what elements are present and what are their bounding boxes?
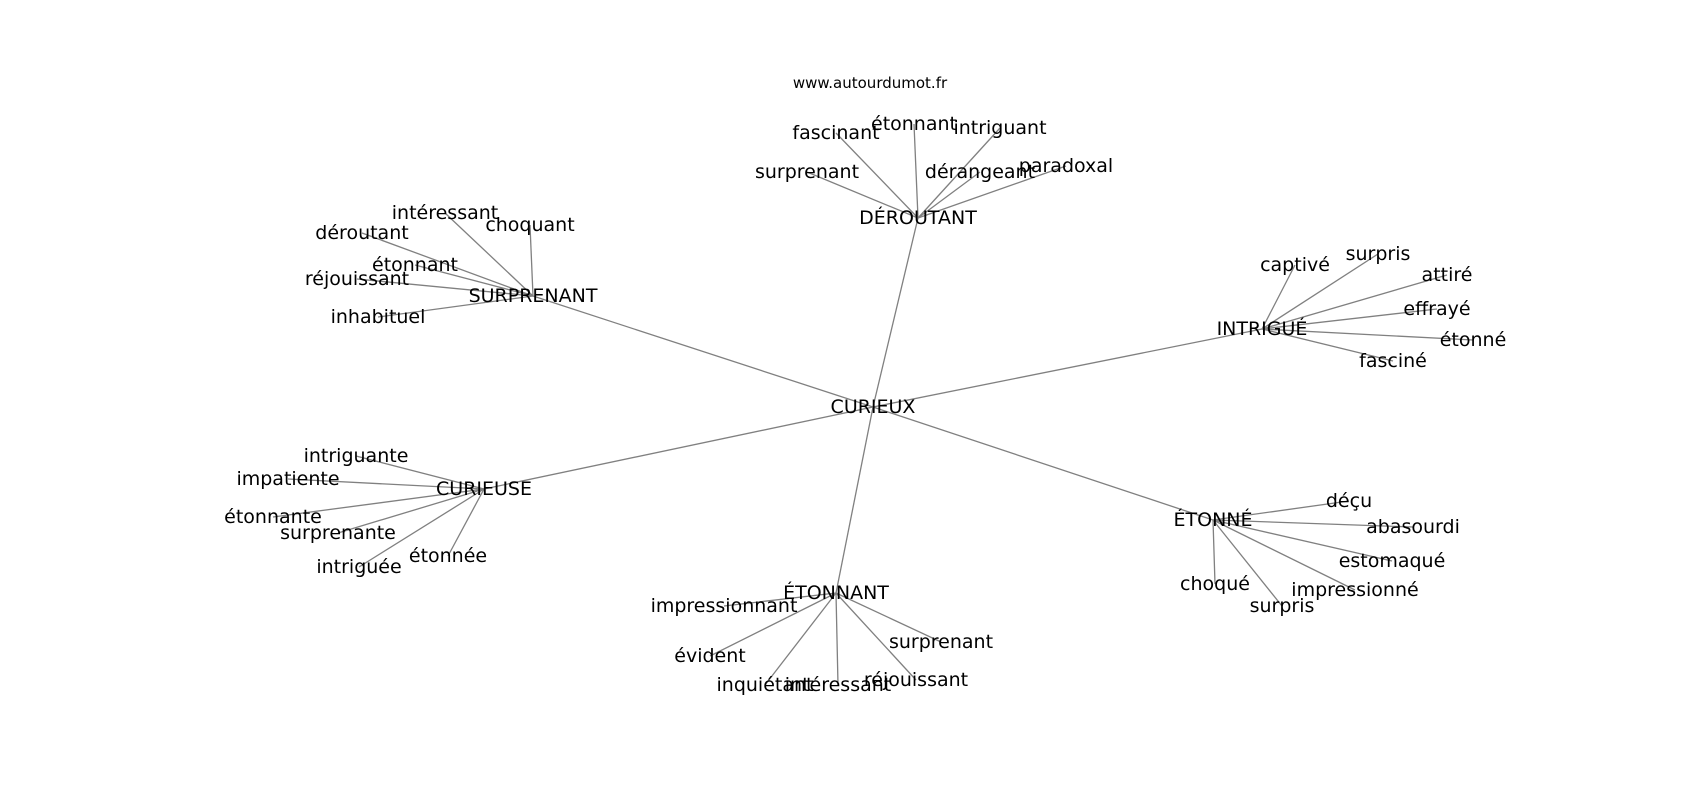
edge-g3-leaf-0 [355,455,485,490]
edge-g5-leaf-1 [709,592,837,657]
leaf-node-g0-3[interactable]: surprenant [755,161,859,183]
center-word-node[interactable]: CURIEUX [831,396,916,418]
group-node-g2[interactable]: INTRIGUÉ [1217,317,1308,340]
leaf-node-g4-0[interactable]: déçu [1326,490,1372,512]
edge-center-g3 [483,406,874,490]
leaf-node-g4-5[interactable]: surpris [1250,595,1315,617]
leaf-node-g2-1[interactable]: surpris [1346,243,1411,265]
leaf-node-g0-2[interactable]: intriguant [953,117,1046,139]
edge-g3-leaf-2 [272,488,485,518]
edge-g4-leaf-0 [1212,500,1350,521]
edge-center-g5 [835,406,874,594]
edge-center-g0 [872,217,919,408]
leaf-node-g5-1[interactable]: évident [674,645,745,667]
leaf-node-g1-5[interactable]: inhabituel [331,306,426,328]
graph-edges [272,123,1474,686]
leaf-node-g4-4[interactable]: choqué [1180,573,1250,595]
leaf-node-g2-3[interactable]: effrayé [1403,298,1470,320]
leaf-node-g3-3[interactable]: surprenante [280,522,396,544]
leaf-node-g2-5[interactable]: fasciné [1359,350,1427,372]
edge-g3-leaf-1 [287,478,485,490]
leaf-node-g5-5[interactable]: surprenant [889,631,993,653]
edge-g5-leaf-3 [835,592,839,686]
edge-g4-leaf-5 [1212,519,1283,607]
edge-g1-leaf-3 [414,264,534,297]
leaf-node-g4-2[interactable]: estomaqué [1339,550,1446,572]
leaf-node-g1-1[interactable]: choquant [485,214,574,236]
leaf-node-g3-5[interactable]: étonnée [409,545,487,567]
leaf-node-g2-4[interactable]: étonné [1440,329,1507,351]
edge-g2-leaf-2 [1261,274,1448,330]
edge-g3-leaf-5 [447,488,485,557]
group-node-g3[interactable]: CURIEUSE [436,478,532,500]
edge-g4-leaf-1 [1212,519,1414,528]
edge-g4-leaf-2 [1212,519,1393,562]
edge-g3-leaf-3 [337,488,485,534]
group-node-g4[interactable]: ÉTONNÉ [1174,508,1253,531]
source-credit: www.autourdumot.fr [793,74,948,92]
leaf-node-g5-0[interactable]: impressionnant [651,595,798,617]
edge-g0-leaf-2 [917,127,1001,219]
leaf-node-g1-0[interactable]: intéressant [392,202,498,224]
edge-g5-leaf-0 [723,592,837,607]
group-node-g1[interactable]: SURPRENANT [469,285,598,307]
leaf-node-g3-1[interactable]: impatiente [236,468,339,490]
edge-g2-leaf-4 [1261,328,1474,341]
leaf-node-g3-2[interactable]: étonnante [224,506,322,528]
edge-center-g1 [532,295,874,408]
edge-g3-leaf-4 [358,488,485,568]
edge-g1-leaf-1 [529,224,534,297]
edge-g5-leaf-5 [835,592,942,643]
edge-center-g2 [872,328,1263,408]
leaf-node-g5-4[interactable]: réjouissant [864,669,968,691]
leaf-node-g0-0[interactable]: fascinant [792,122,879,144]
leaf-node-g0-1[interactable]: étonnant [871,113,957,135]
edge-g1-leaf-0 [444,212,534,297]
leaf-node-g2-2[interactable]: attiré [1422,264,1473,286]
edge-g2-leaf-1 [1261,253,1379,330]
edge-center-g4 [872,406,1214,521]
edge-g0-leaf-3 [806,171,919,219]
leaf-node-g1-3[interactable]: étonnant [372,254,458,276]
edge-g0-leaf-1 [913,123,919,219]
leaf-node-g5-3[interactable]: intéressant [785,674,891,696]
leaf-node-g0-5[interactable]: paradoxal [1019,155,1113,177]
edge-g2-leaf-5 [1261,328,1394,362]
leaf-node-g4-3[interactable]: impressionné [1291,579,1418,601]
leaf-node-g3-4[interactable]: intriguée [316,556,401,578]
group-node-g5[interactable]: ÉTONNANT [783,581,889,604]
edge-g2-leaf-3 [1261,308,1438,330]
leaf-node-g1-4[interactable]: réjouissant [305,268,409,290]
leaf-node-g0-4[interactable]: dérangeant [925,161,1035,183]
edge-g0-leaf-5 [917,165,1067,219]
leaf-node-g5-2[interactable]: inquiétant [717,674,814,696]
edge-g4-leaf-3 [1212,519,1356,591]
edge-g5-leaf-4 [835,592,917,681]
leaf-node-g2-0[interactable]: captivé [1260,254,1330,276]
edge-g2-leaf-0 [1261,264,1296,330]
edge-g5-leaf-2 [764,592,837,686]
leaf-node-g4-1[interactable]: abasourdi [1366,516,1460,538]
graph-labels: CURIEUXDÉROUTANTfascinantétonnantintrigu… [224,113,1506,696]
leaf-node-g1-2[interactable]: déroutant [315,222,408,244]
edge-g4-leaf-4 [1212,519,1216,585]
edge-g0-leaf-0 [835,132,919,219]
edge-g1-leaf-5 [377,295,534,318]
leaf-node-g3-0[interactable]: intriguante [304,445,409,467]
edge-g0-leaf-4 [917,171,981,219]
group-node-g0[interactable]: DÉROUTANT [859,206,977,229]
edge-g1-leaf-4 [356,278,534,297]
edge-g1-leaf-2 [361,232,534,297]
